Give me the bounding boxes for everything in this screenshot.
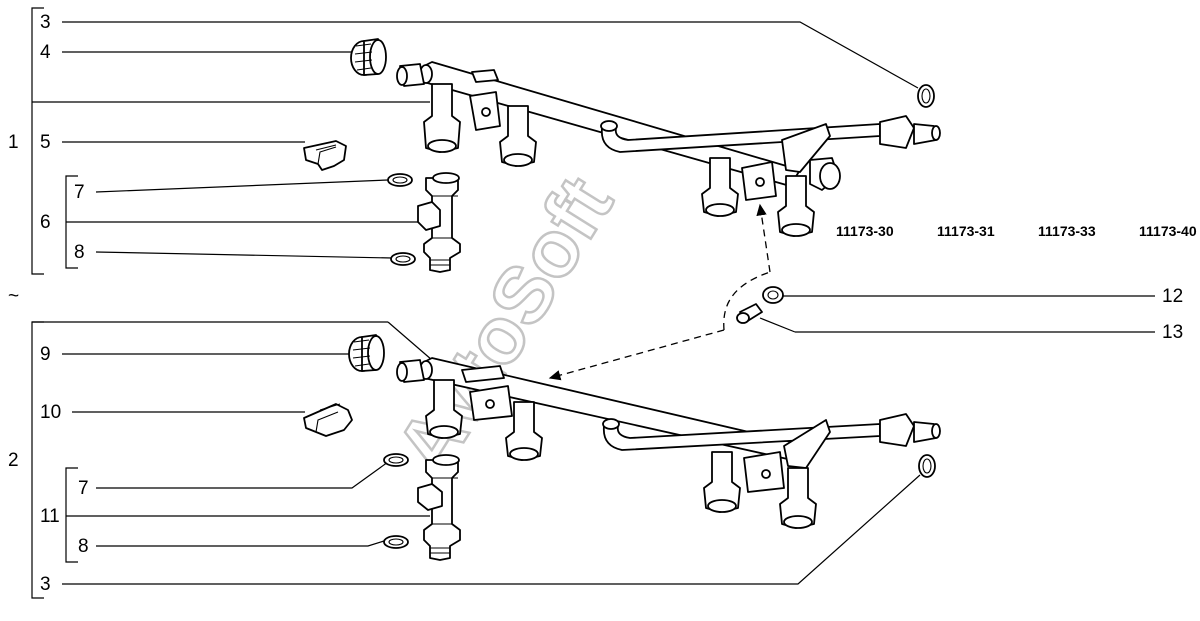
- clip-icon-2: [303, 403, 353, 437]
- label-5: 5: [40, 132, 51, 153]
- group-2-brackets: [31, 321, 433, 599]
- label-8-bottom: 8: [78, 536, 89, 557]
- cap-icon-2: [348, 334, 385, 372]
- injector-icon-lower: [417, 454, 461, 561]
- model-code: 11173-31: [937, 223, 995, 239]
- o-ring-icon-lower: [390, 252, 416, 266]
- label-2: 2: [8, 450, 19, 471]
- label-12: 12: [1162, 286, 1183, 307]
- label-6: 6: [40, 212, 51, 233]
- fuel-rail-icon-lower: [396, 357, 941, 529]
- group-1-leaders: [62, 21, 919, 259]
- o-ring-icon-upper: [387, 173, 413, 187]
- group-2-leaders: [62, 353, 921, 585]
- o-ring-icon-right-bottom: [918, 454, 936, 478]
- label-8-top: 8: [74, 242, 85, 263]
- label-11: 11: [40, 506, 60, 527]
- tilde-separator: ~: [8, 286, 19, 307]
- injector-icon-upper: [417, 172, 461, 273]
- label-7-bottom: 7: [78, 478, 89, 499]
- screw-icon: [736, 303, 763, 324]
- clip-icon: [303, 140, 347, 171]
- o-ring-icon-right-top: [917, 84, 935, 108]
- label-3-top: 3: [40, 12, 51, 33]
- label-4: 4: [40, 42, 51, 63]
- label-3-bottom: 3: [40, 574, 51, 595]
- label-13: 13: [1162, 322, 1183, 343]
- model-code: 11173-40: [1139, 223, 1197, 239]
- model-code: 11173-33: [1038, 223, 1096, 239]
- watermark-text: AvtoSoft: [379, 162, 630, 489]
- label-9: 9: [40, 344, 51, 365]
- group-1-brackets: [31, 7, 430, 275]
- screw-washer-leaders: [548, 203, 1155, 381]
- label-1: 1: [8, 132, 19, 153]
- o-ring-icon-lower-2: [383, 535, 409, 549]
- fuel-rail-icon-upper: [396, 61, 941, 237]
- washer-icon: [762, 286, 784, 304]
- cap-icon: [350, 38, 387, 76]
- label-7-top: 7: [74, 182, 85, 203]
- label-10: 10: [40, 402, 61, 423]
- o-ring-icon-upper-2: [383, 453, 409, 467]
- model-code: 11173-30: [836, 223, 894, 239]
